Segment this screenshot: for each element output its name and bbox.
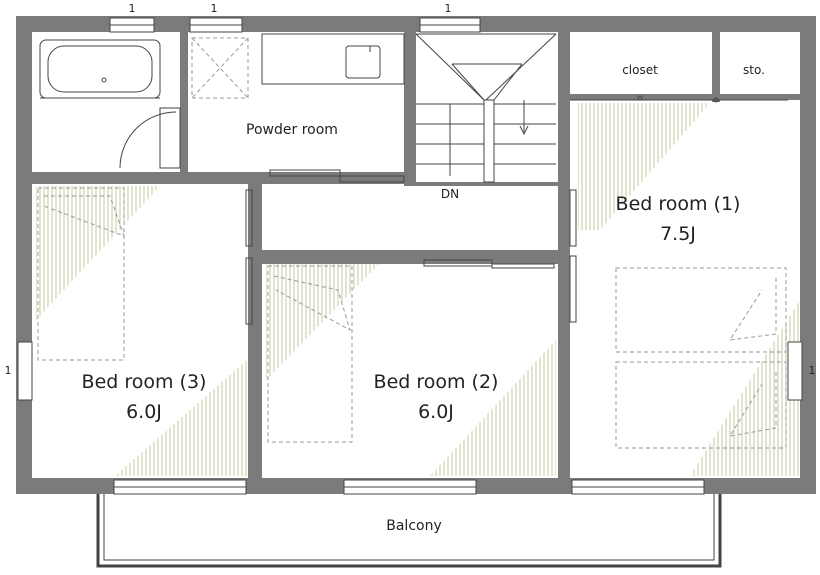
window-bed1-side (787, 341, 803, 401)
wall-right (800, 16, 816, 494)
staircase (415, 33, 557, 183)
room-label-closet: closet (622, 63, 658, 77)
room-size-bed3: 6.0J (126, 401, 162, 423)
room-label-bed2: Bed room (2) (374, 371, 499, 393)
hall-doors (245, 95, 788, 325)
bed-furniture (37, 187, 787, 449)
floor-hatch (36, 103, 799, 476)
room-label-bed1: Bed room (1) (616, 193, 741, 215)
vanity-counter (261, 33, 405, 85)
window-mark-1: 1 (129, 2, 136, 15)
room-label-powder: Powder room (246, 122, 338, 138)
wall-left (16, 16, 32, 494)
window-mark-4: 1 (5, 364, 12, 377)
window-mark-5: 1 (809, 364, 816, 377)
wall-bed2-top (262, 250, 558, 264)
wall-bed1-left (558, 32, 570, 478)
wall-bed3-right (248, 184, 262, 478)
wall-closet-divider (712, 32, 720, 102)
bathtub (39, 39, 181, 169)
room-label-storage: sto. (743, 63, 765, 77)
wall-stair-bottom (416, 182, 558, 186)
powder-door (269, 169, 405, 183)
balcony-railing (96, 494, 722, 568)
room-size-bed2: 6.0J (418, 401, 454, 423)
window-mark-3: 1 (445, 2, 452, 15)
window-mark-2: 1 (211, 2, 218, 15)
wall-closet-bottom (570, 94, 800, 100)
window-marks: 1 1 1 1 1 (5, 2, 816, 377)
window-bed3-side (17, 341, 33, 401)
stairs-direction-label: DN (441, 187, 459, 201)
wall-bath-right (180, 32, 188, 174)
room-label-balcony: Balcony (386, 518, 442, 534)
shower-tray (191, 37, 249, 99)
room-label-bed3: Bed room (3) (82, 371, 207, 393)
wall-upper-bottom (32, 172, 416, 184)
wall-stair-left (404, 32, 416, 186)
room-size-bed1: 7.5J (660, 223, 696, 245)
